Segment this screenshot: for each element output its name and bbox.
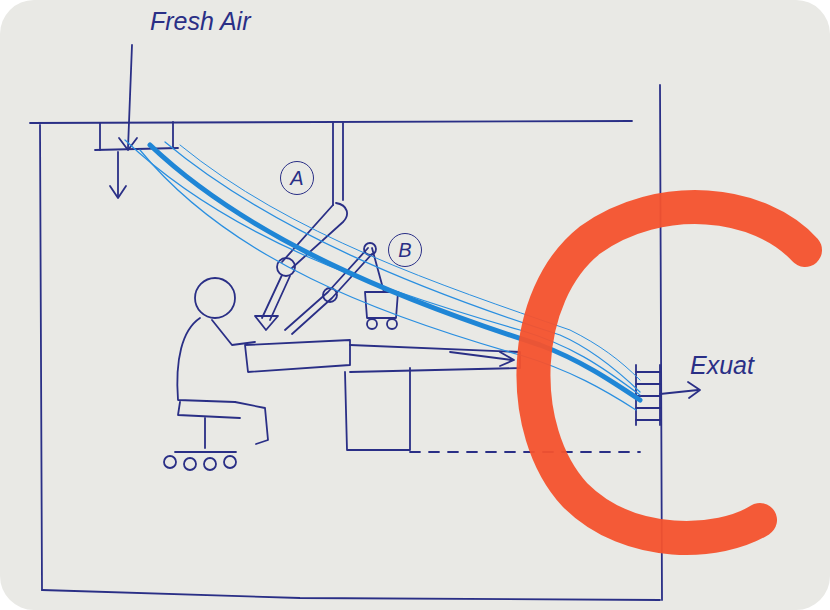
callout-letter: B [398, 240, 411, 260]
outlet-label: Exuat [690, 350, 754, 380]
callout-circle: A [280, 161, 314, 195]
callout-letter: A [290, 168, 303, 188]
callout-circle: B [388, 233, 422, 267]
inlet-label: Fresh Air [150, 6, 250, 36]
